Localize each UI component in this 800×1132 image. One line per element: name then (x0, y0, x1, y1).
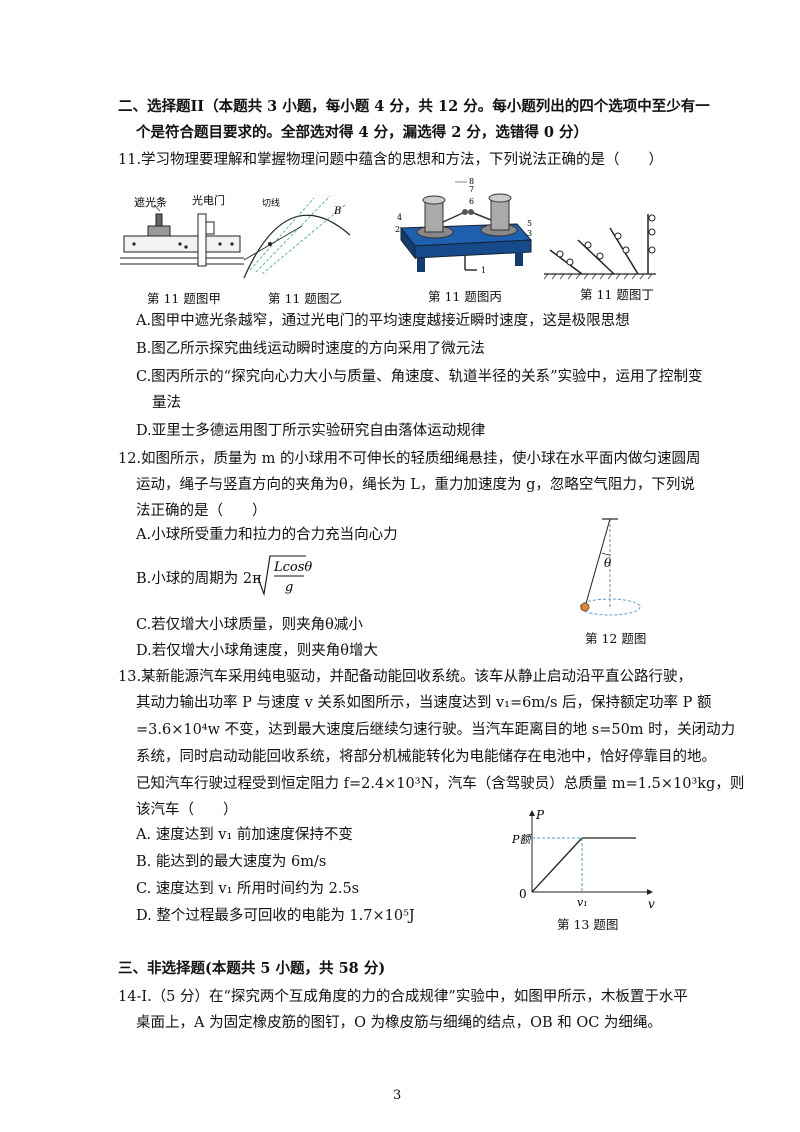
fig11-jia-label2: 光电门 (192, 193, 225, 207)
q13-option-b: B. 能达到的最大速度为 6m/s (136, 854, 327, 870)
fig13-prated-label: P额 (511, 833, 532, 846)
fig11-yi-label2: B (333, 206, 341, 217)
q13-option-d: D. 整个过程最多可回收的电能为 1.7×10⁵J (136, 908, 415, 924)
fig11-jia-label1: 遮光条 (134, 195, 167, 209)
q11-option-c-line1: C.图丙所示的“探究向心力大小与质量、角速度、轨道半径的关系”实验中，运用了控制… (136, 369, 703, 385)
fig11-bing-n5: 5 (527, 219, 532, 228)
q11-option-c-line2: 量法 (152, 395, 181, 411)
q13-line2: 其动力输出功率 P 与速度 v 关系如图所示，当速度达到 v₁=6m/s 后，保… (136, 695, 712, 711)
section3-title: 三、非选择题(本题共 5 小题，共 58 分) (118, 960, 386, 977)
q13-line3: =3.6×10⁴w 不变，达到最大速度后继续匀速行驶。当汽车距离目的地 s=50… (136, 722, 736, 738)
fig11-bing-n2: 2 (395, 225, 400, 234)
fig11-bing-n3: 3 (527, 229, 532, 238)
section2-line2: 个是符合题目要求的。全部选对得 4 分，漏选得 2 分，选错得 0 分） (136, 124, 589, 141)
fig11-bing-n7: 7 (469, 185, 474, 194)
q12-option-c: C.若仅增大小球质量，则夹角θ减小 (136, 617, 363, 633)
q12-option-a: A.小球所受重力和拉力的合力充当向心力 (136, 527, 398, 543)
fig13-graph: P P额 0 v₁ v (511, 808, 655, 911)
q11-option-a: A.图甲中遮光条越窄，通过光电门的平均速度越接近瞬时速度，这是极限思想 (136, 313, 630, 329)
fig12-caption: 第 12 题图 (585, 631, 647, 646)
q12-stem-line1: 12.如图所示，质量为 m 的小球用不可伸长的轻质细绳悬挂，使小球在水平面内做匀… (118, 451, 701, 467)
q12-sqrt-formula: Lcosθ g (253, 555, 312, 597)
fig11-bing: 1 2 3 4 5 6 7 8 (395, 177, 532, 275)
q13-line1: 13.某新能源汽车采用纯电驱动，并配备动能回收系统。该车从静止启动沿平直公路行驶… (118, 669, 693, 685)
q11-stem: 11.学习物理要理解和掌握物理问题中蕴含的思想和方法，下列说法正确的是（ ） (118, 152, 664, 168)
q14-line1: 14-Ⅰ.（5 分）在“探究两个互成角度的力的合成规律”实验中，如图甲所示，木板… (118, 989, 688, 1005)
q12-formula-numerator: Lcosθ (273, 560, 312, 575)
fig13-v1-label: v₁ (577, 896, 588, 909)
fig12-theta: θ (604, 556, 612, 570)
fig11-ding-caption: 第 11 题图丁 (580, 287, 654, 302)
section2-line1: 二、选择题II（本题共 3 小题，每小题 4 分，共 12 分。每小题列出的四个… (118, 98, 710, 115)
page-number: 3 (393, 1088, 402, 1103)
q14-line2: 桌面上，A 为固定橡皮筋的图钉，O 为橡皮筋与细绳的结点，OB 和 OC 为细绳… (136, 1015, 662, 1031)
fig11-ding (543, 214, 656, 280)
fig12: θ (579, 518, 641, 616)
fig11-yi: 切线 B (243, 195, 351, 279)
q13-option-c: C. 速度达到 v₁ 所用时间约为 2.5s (136, 881, 360, 897)
fig13-caption: 第 13 题图 (557, 917, 619, 932)
fig11-yi-label1: 切线 (262, 197, 280, 209)
fig13-v-label: v (648, 897, 655, 911)
fig11-bing-n6: 6 (469, 197, 474, 206)
q12-stem-line2: 运动，绳子与竖直方向的夹角为θ，绳长为 L，重力加速度为 g，忽略空气阻力，下列… (136, 477, 695, 493)
q13-option-a: A. 速度达到 v₁ 前加速度保持不变 (136, 827, 353, 843)
q11-option-b: B.图乙所示探究曲线运动瞬时速度的方向采用了微元法 (136, 341, 485, 357)
q13-line5: 已知汽车行驶过程受到恒定阻力 f=2.4×10³N，汽车（含驾驶员）总质量 m=… (136, 776, 745, 792)
fig11-yi-caption: 第 11 题图乙 (268, 291, 342, 306)
fig11-jia: 遮光条 光电门 (120, 193, 244, 267)
q12-stem-line3: 法正确的是（ ） (136, 503, 267, 519)
fig13-zero: 0 (519, 887, 527, 901)
q11-option-d: D.亚里士多德运用图丁所示实验研究自由落体运动规律 (136, 423, 486, 439)
fig11-jia-caption: 第 11 题图甲 (147, 291, 221, 306)
fig13-p-label: P (535, 808, 545, 822)
fig11-bing-n1: 1 (481, 266, 486, 275)
fig11-bing-n8: 8 (469, 177, 474, 186)
q12-option-b-prefix: B.小球的周期为 2π (136, 571, 262, 587)
q13-line4: 系统，同时启动动能回收系统，将部分机械能转化为电能储存在电池中，恰好停靠目的地。 (136, 749, 716, 765)
fig11-bing-caption: 第 11 题图丙 (428, 289, 502, 304)
fig11-bing-n4: 4 (397, 213, 402, 222)
q12-option-d: D.若仅增大小球角速度，则夹角θ增大 (136, 643, 378, 659)
q13-line6: 该汽车（ ） (136, 802, 238, 818)
q12-formula-denominator: g (285, 580, 293, 595)
